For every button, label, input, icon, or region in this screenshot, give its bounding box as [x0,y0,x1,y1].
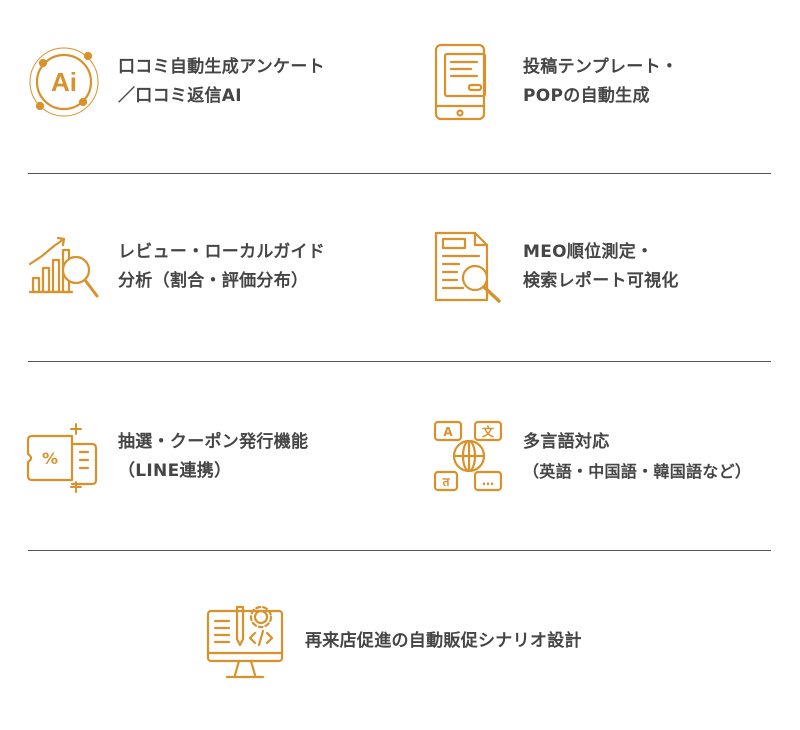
feature-line: （英語・中国語・韓国語など） [523,462,752,481]
divider [28,173,771,174]
svg-text:…: … [482,474,494,488]
svg-text:त: त [442,475,451,489]
report-search-icon [433,230,505,310]
feature-revisit-scenario: 再来店促進の自動販促シナリオ設計 [305,627,582,656]
feature-line: 抽選・クーポン発行機能 [118,432,309,452]
feature-ai-review: 口コミ自動生成アンケート ／口コミ返信AI [118,53,325,111]
feature-line: POPの自動生成 [523,86,650,106]
feature-line: MEO順位測定・ [523,242,654,262]
tablet-template-icon [433,42,489,126]
feature-meo-ranking: MEO順位測定・ 検索レポート可視化 [523,238,679,296]
svg-text:Ai: Ai [51,67,77,97]
svg-text:A: A [443,425,453,439]
feature-coupon: 抽選・クーポン発行機能 （LINE連携） [118,428,308,486]
divider [28,361,771,362]
ai-icon: Ai [28,46,100,122]
feature-line: レビュー・ローカルガイド [118,242,326,262]
feature-template-pop: 投稿テンプレート・ POPの自動生成 [523,53,678,111]
feature-line: 検索レポート可視化 [523,271,679,291]
globe-language-icon: A 文 त … [433,420,505,496]
feature-multilingual: 多言語対応 （英語・中国語・韓国語など） [523,428,751,486]
feature-review-analysis: レビュー・ローカルガイド 分析（割合・評価分布） [118,238,325,296]
monitor-code-icon [205,603,285,687]
chart-magnifier-icon [28,236,100,306]
feature-line: 再来店促進の自動販促シナリオ設計 [305,631,582,651]
coupon-icon: % [26,422,102,498]
feature-line: 分析（割合・評価分布） [118,271,309,291]
feature-line: 多言語対応 [523,432,610,452]
divider [28,550,771,551]
feature-line: （LINE連携） [118,461,232,481]
feature-line: 口コミ自動生成アンケート [118,57,325,77]
svg-text:%: % [42,449,58,468]
feature-line: ／口コミ返信AI [118,86,242,106]
svg-text:文: 文 [482,424,495,439]
feature-line: 投稿テンプレート・ [523,57,679,77]
